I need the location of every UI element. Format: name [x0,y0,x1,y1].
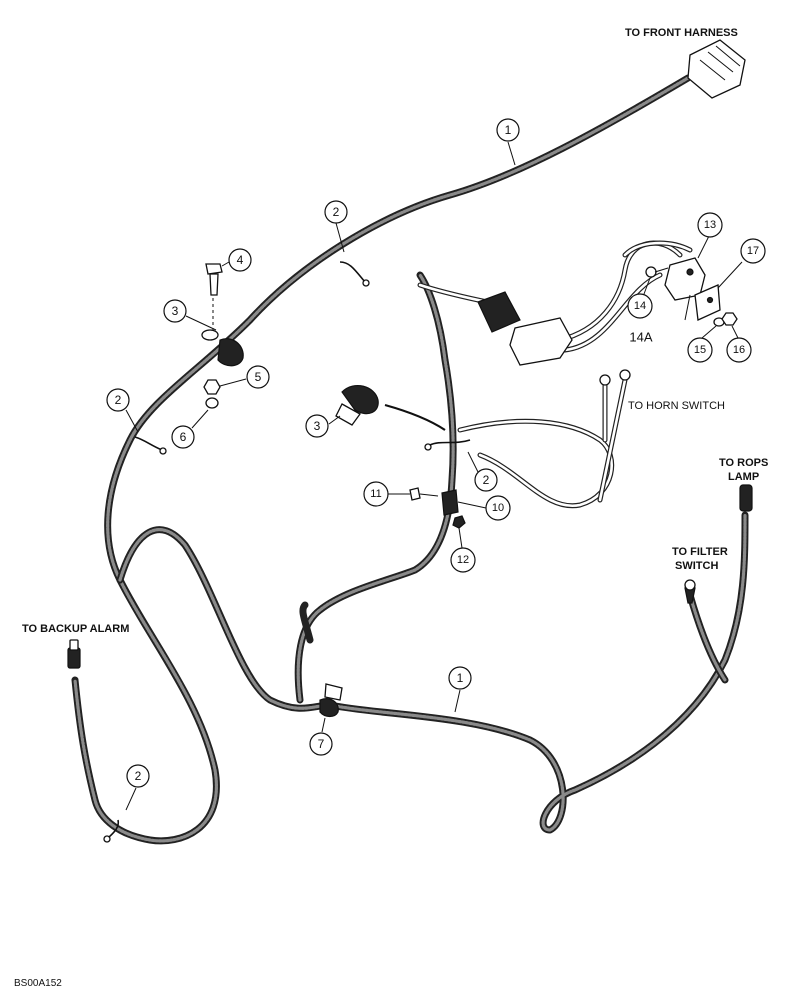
label-to-horn-switch: TO HORN SWITCH [628,400,725,412]
main-harness [71,74,692,845]
clamp-3-upper [201,329,244,367]
callout-2-horn-text: 2 [483,473,490,487]
bolt-4 [205,263,223,330]
filter-switch-wire [684,579,729,684]
callout-13-text: 13 [704,219,716,231]
callout-3-upper [163,299,187,323]
callout-1-upper [496,118,520,142]
callout-3-upper-text: 3 [172,304,179,318]
nut-5 [203,379,221,395]
callout-2-upper-text: 2 [333,205,340,219]
label-to-front-harness: TO FRONT HARNESS [625,27,738,39]
callout-2-left-text: 2 [115,393,122,407]
callout-3-exploded-text: 3 [314,419,321,433]
callout-14-text: 14 [634,300,646,312]
callout-15 [687,337,713,363]
screw-11 [409,487,439,501]
callout-2-lower [126,764,150,788]
callout-11 [363,481,389,507]
bracket-17 [694,284,721,321]
callout-2-horn [474,468,498,492]
clamp-7 [319,683,343,718]
callout-7-text: 7 [318,737,325,751]
callout-6 [171,425,195,449]
clamp-10 [441,489,459,516]
callout-17 [740,238,766,264]
callout-14a-text: 14A [629,330,652,345]
callout-7 [309,732,333,756]
tie-2-lower [103,819,120,843]
tie-2-horn [424,439,471,451]
backup-alarm-connector [67,639,81,669]
callout-13 [697,212,723,238]
callout-10 [485,495,511,521]
front-harness-connector [687,39,746,99]
callout-12 [450,547,476,573]
label-to-filter-2: SWITCH [675,560,718,572]
nut-12 [452,515,466,529]
callout-2-left [106,388,130,412]
callout-4 [228,248,252,272]
tie-2-left [134,436,167,455]
label-to-filter-1: TO FILTER [672,546,728,558]
screw-14 [645,266,669,278]
rops-lamp-connector [739,484,753,512]
callout-16 [726,337,752,363]
callout-11-text: 11 [370,488,381,500]
relay-connector [477,291,573,366]
figure-code: BS00A152 [14,978,62,989]
callout-1-lower [448,666,472,690]
callout-5-text: 5 [255,370,262,384]
horn-branch-harness [294,271,457,704]
callout-5 [246,365,270,389]
label-to-rops-1: TO ROPS [719,457,768,469]
callout-17-text: 17 [747,245,759,257]
callout-2-lower-text: 2 [135,769,142,783]
lower-harness [116,511,749,834]
clamp-3-exploded [335,384,446,431]
label-to-rops-2: LAMP [728,471,759,483]
nut-16 [721,312,738,326]
callout-16-text: 16 [733,344,745,356]
callout-10-text: 10 [492,502,504,514]
callout-15-text: 15 [694,344,706,356]
callout-1-lower-text: 1 [457,671,464,685]
callout-12-text: 12 [457,554,469,566]
tie-2-upper [339,261,370,287]
horn-switch-wires [457,369,631,509]
washer-6 [205,397,219,409]
callout-3-exploded [305,414,329,438]
callout-4-text: 4 [237,253,244,267]
callout-14 [627,293,653,319]
label-to-backup-alarm: TO BACKUP ALARM [22,623,129,635]
callout-1-upper-text: 1 [505,123,512,137]
callout-6-text: 6 [180,430,187,444]
callout-2-upper [324,200,348,224]
